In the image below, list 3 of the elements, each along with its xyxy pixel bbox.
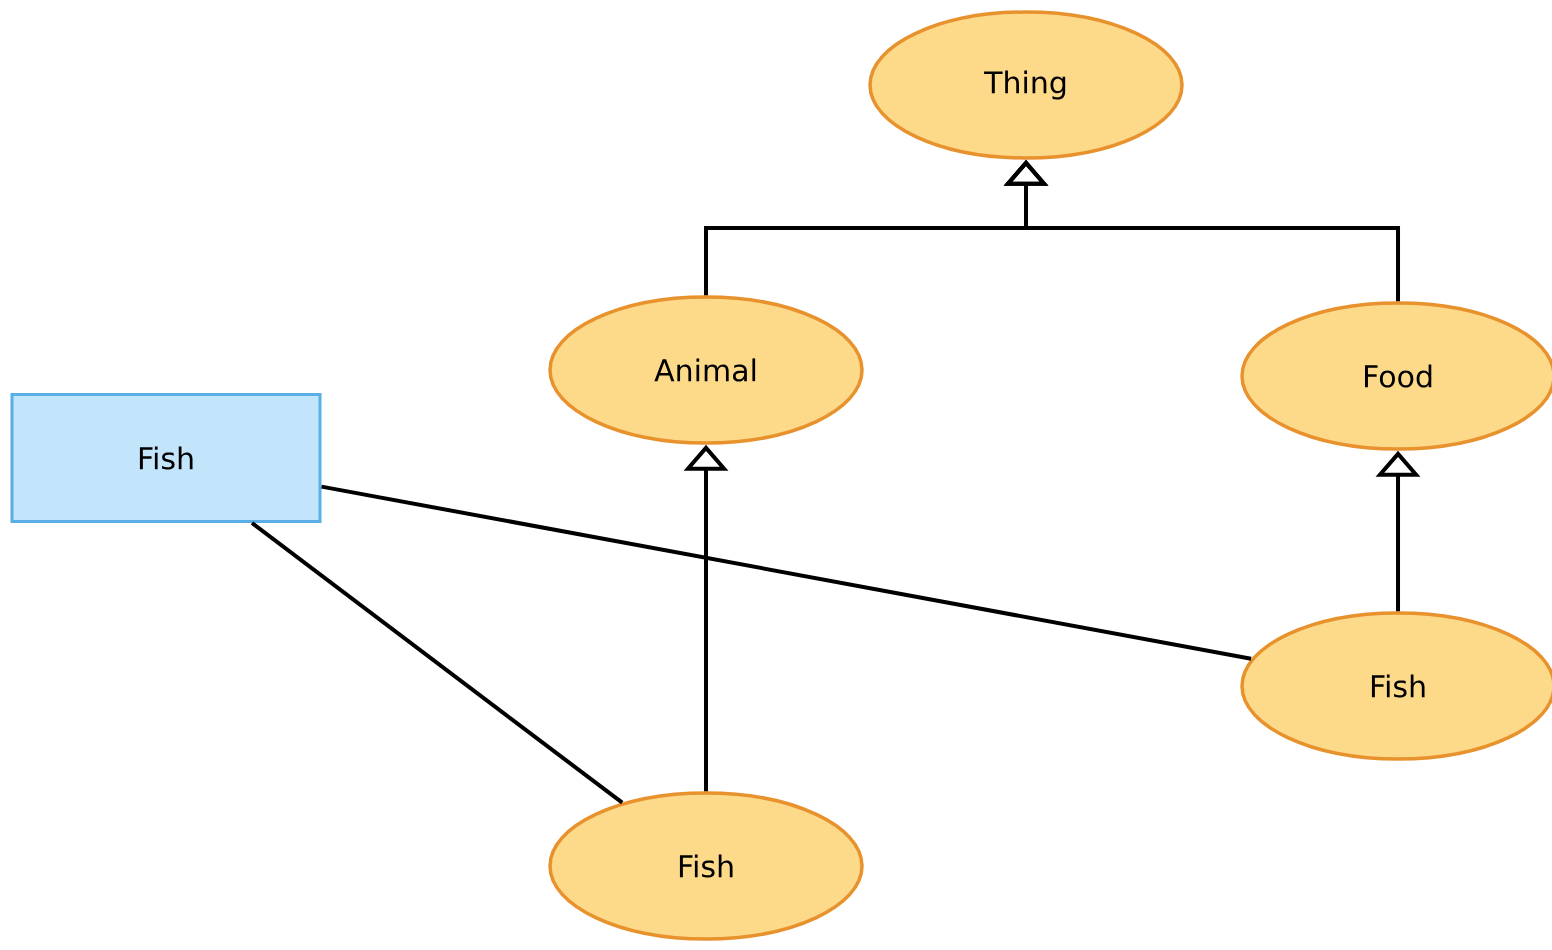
association-line [250,521,624,805]
instance-box: Fish [10,393,322,523]
association-line [321,484,1252,661]
